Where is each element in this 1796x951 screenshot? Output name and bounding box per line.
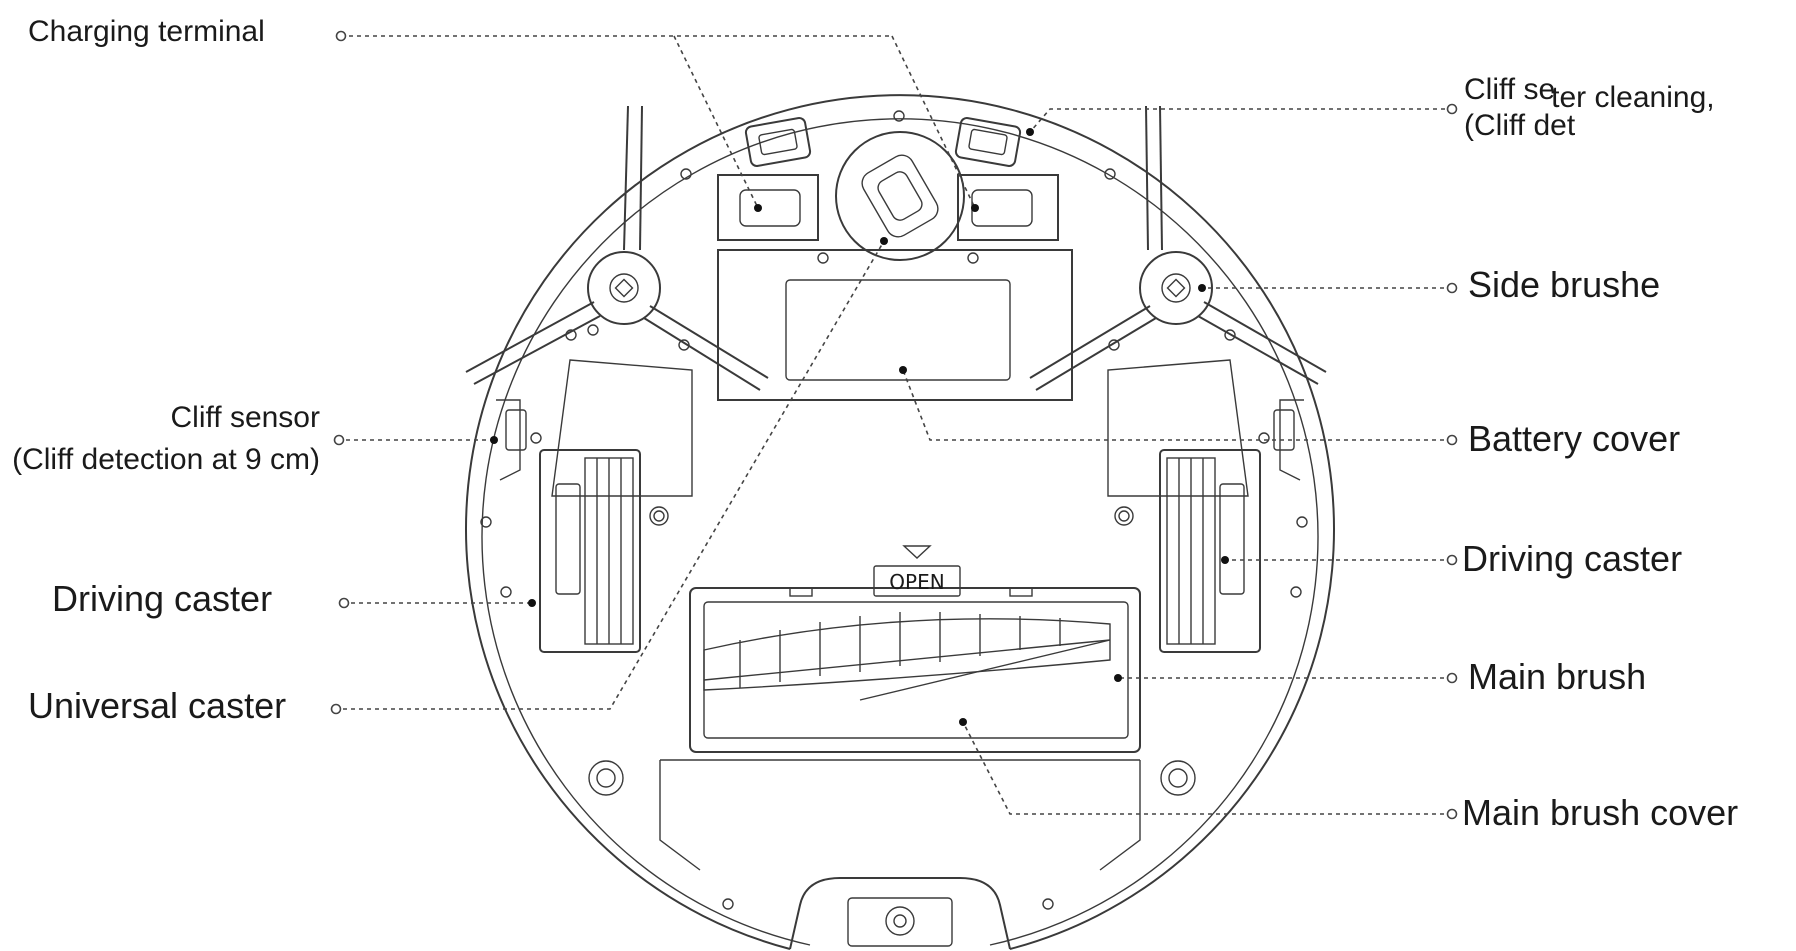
- label-cliff-sensor-left: Cliff sensor (Cliff detection at 9 cm): [12, 401, 320, 477]
- label-universal-caster: Universal caster: [28, 685, 287, 726]
- label-cliff-sensor-top: Cliff seter cleaning, (Cliff det: [1464, 73, 1715, 143]
- open-label: OPEN: [889, 570, 944, 594]
- label-side-brushes: Side brushe: [1468, 264, 1661, 305]
- label-cliff-sensor-left-line1: Cliff sensor: [170, 401, 320, 434]
- label-main-brush: Main brush: [1468, 656, 1647, 697]
- label-cliff-sensor-top-line2: (Cliff det: [1464, 109, 1576, 143]
- screw-icon: [480, 110, 1308, 910]
- label-cliff-sensor-top-line1-b: ter cleaning,: [1551, 81, 1715, 114]
- leader-lines: [330, 30, 1458, 820]
- side-brush-right: [1029, 105, 1327, 391]
- robot-body: [465, 94, 1335, 950]
- label-cliff-sensor-top-line1: Cliff seter cleaning,: [1464, 73, 1715, 113]
- wheel-left: [539, 449, 641, 653]
- open-arrow-icon: [902, 545, 932, 559]
- label-cliff-sensor-top-line1-a: Cliff se: [1464, 73, 1556, 106]
- wheel-right: [1159, 449, 1261, 653]
- label-cliff-sensor-left-line2: (Cliff detection at 9 cm): [12, 443, 320, 477]
- side-brush-left: [465, 105, 769, 391]
- feet: [588, 506, 1196, 796]
- label-driving-caster-left: Driving caster: [52, 578, 273, 619]
- label-charging-terminal: Charging terminal: [28, 15, 265, 48]
- main-brush: [689, 587, 1141, 753]
- open-tab: OPEN: [873, 545, 961, 597]
- label-main-brush-cover: Main brush cover: [1462, 792, 1739, 833]
- label-battery-cover: Battery cover: [1468, 418, 1681, 459]
- universal-caster: [835, 131, 965, 261]
- battery-cover: [717, 249, 1073, 401]
- top-cliff-sensors: [717, 117, 1059, 241]
- label-driving-caster-right: Driving caster: [1462, 538, 1683, 579]
